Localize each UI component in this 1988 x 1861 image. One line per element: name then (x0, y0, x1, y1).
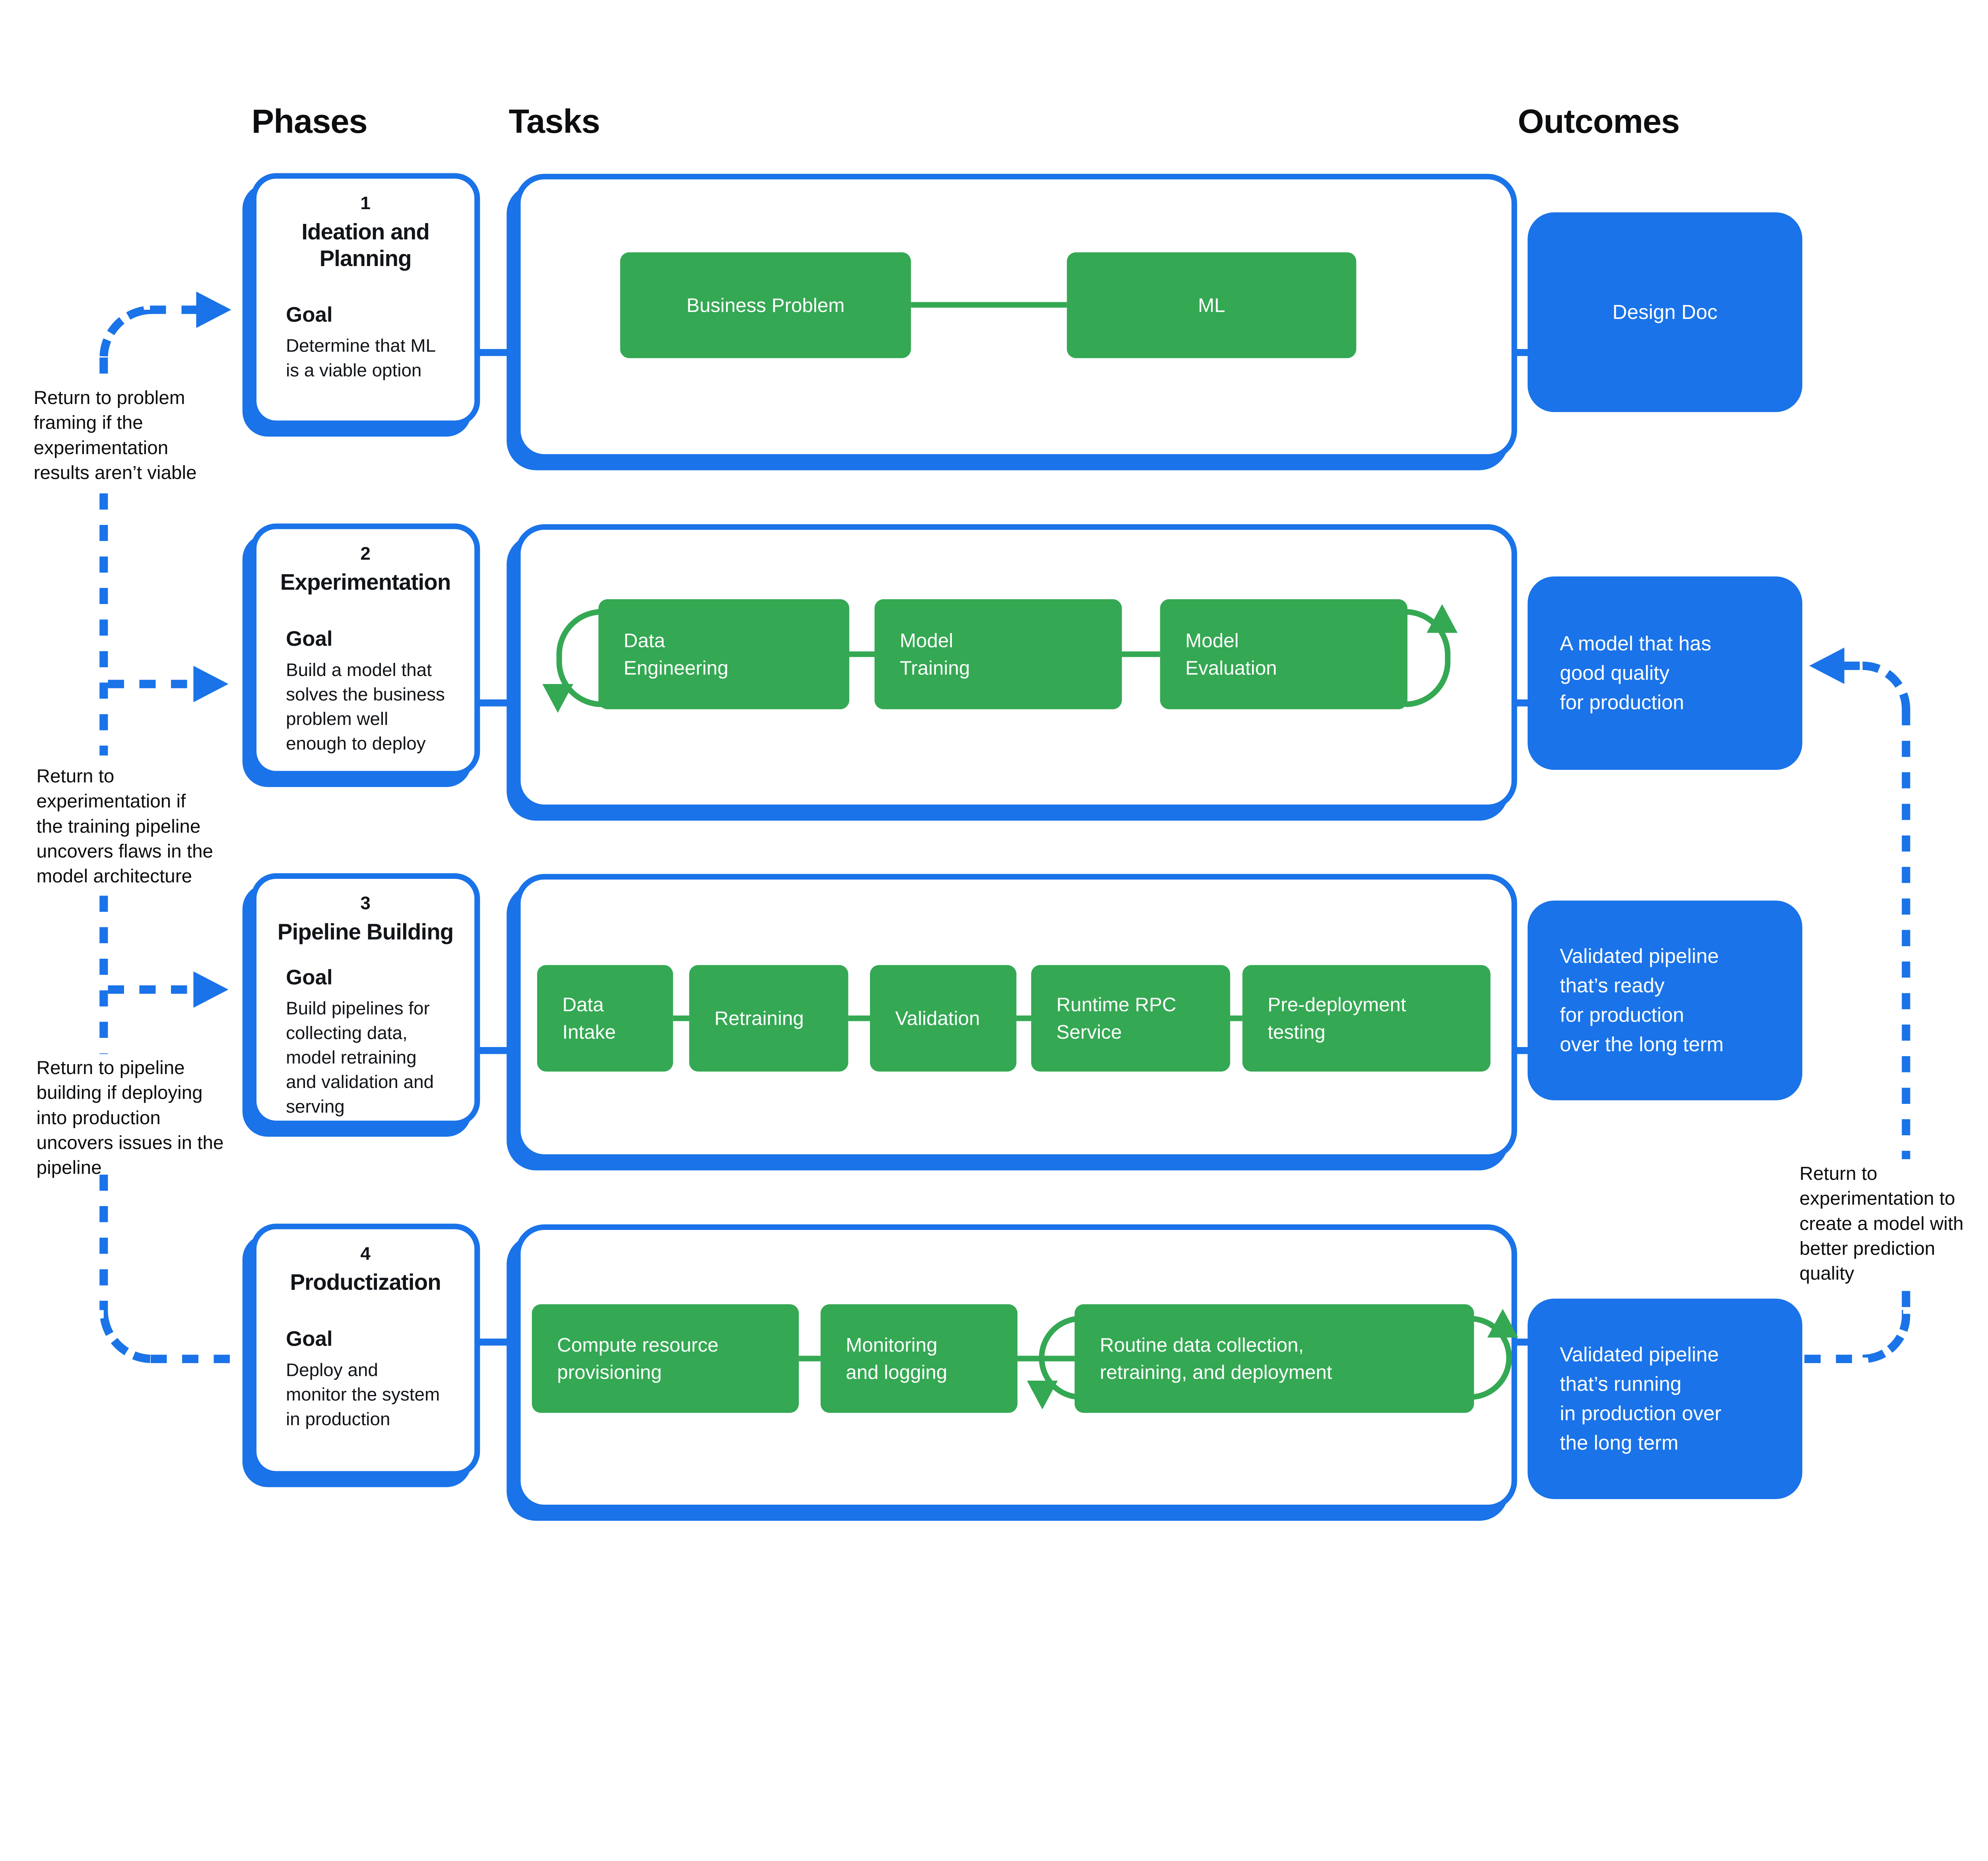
goal-text: Build pipelines for collecting data, mod… (286, 998, 434, 1117)
task-connector (1230, 1015, 1242, 1021)
return-rail-left (150, 305, 199, 314)
phase-title: Experimentation (280, 569, 451, 595)
task-model-evaluation: Model Evaluation (1160, 599, 1408, 709)
goal-label: Goal (286, 965, 333, 989)
loop-arrowhead-up-icon (1487, 1309, 1518, 1338)
task-pre-deployment-testing: Pre-deployment testing (1242, 965, 1491, 1072)
phase-number: 3 (360, 893, 371, 914)
return-rail-left (108, 680, 196, 688)
connector-tasks-outcome-4 (1514, 1338, 1531, 1346)
outcome-design-doc: Design Doc (1528, 212, 1802, 412)
return-rail-left (99, 493, 108, 756)
return-rail-left (99, 357, 108, 384)
outcome-model-quality: A model that has good quality for produc… (1528, 576, 1802, 770)
return-rail-corner-top-left (99, 305, 152, 358)
loop-arrowhead-up-icon (1427, 604, 1458, 633)
note-return-problem-framing: Return to problem framing if the experim… (33, 387, 197, 484)
task-data-intake: Data Intake (537, 965, 673, 1072)
phase-title: Pipeline Building (277, 919, 454, 944)
connector-tasks-outcome-1 (1514, 349, 1531, 356)
task-connector (1122, 651, 1160, 657)
goal-label: Goal (286, 303, 333, 326)
return-arrow-left-icon (1809, 647, 1844, 684)
return-rail-right (1902, 709, 1910, 1160)
goal-text: Deploy and monitor the system in product… (286, 1360, 440, 1430)
goal-text: Build a model that solves the business p… (286, 659, 445, 754)
note-return-experimentation: Return to experimentation if the trainin… (36, 765, 213, 887)
phase-panel-productization: 4 Productization Goal Deploy and monitor… (250, 1224, 480, 1477)
phase-title: Productization (290, 1269, 441, 1295)
connector-phase-tasks-1 (476, 349, 519, 356)
connector-tasks-outcome-3 (1514, 1047, 1531, 1054)
task-validation: Validation (870, 965, 1017, 1072)
return-arrow-right-icon (196, 291, 231, 328)
column-header-phases: Phases (251, 103, 368, 140)
task-connector (673, 1015, 689, 1021)
phase-number: 4 (360, 1243, 371, 1264)
return-rail-right (1804, 1354, 1865, 1363)
task-ml: ML (1067, 252, 1357, 358)
outcome-validated-pipeline-ready: Validated pipeline that’s ready for prod… (1528, 900, 1802, 1101)
task-business-problem: Business Problem (620, 252, 911, 358)
return-rail-left (99, 1174, 108, 1310)
task-data-engineering: Data Engineering (598, 599, 850, 709)
connector-phase-tasks-3 (476, 1047, 519, 1054)
return-rail-right (1843, 661, 1866, 670)
task-retraining: Retraining (689, 965, 848, 1072)
phase-title: Ideation and Planning (301, 219, 429, 271)
task-connector (1016, 1015, 1031, 1021)
task-connector (849, 651, 875, 657)
task-connector (911, 302, 1067, 308)
goal-text: Determine that ML is a viable option (286, 336, 436, 381)
return-rail-corner-bottom-left (99, 1309, 152, 1363)
connector-phase-tasks-2 (476, 699, 519, 707)
phase-number: 2 (360, 543, 371, 564)
connector-phase-tasks-4 (476, 1338, 519, 1346)
task-model-training: Model Training (874, 599, 1122, 709)
return-rail-right (1902, 1291, 1910, 1311)
return-rail-corner-bottom-right (1862, 1309, 1910, 1363)
phase-panel-ideation: 1 Ideation and Planning Goal Determine t… (250, 173, 480, 426)
task-runtime-rpc-service: Runtime RPC Service (1031, 965, 1230, 1072)
return-rail-left (150, 1354, 249, 1363)
phase-number: 1 (360, 193, 371, 214)
column-header-tasks: Tasks (509, 103, 600, 140)
task-monitoring-and-logging: Monitoring and logging (820, 1304, 1018, 1413)
return-rail-left (108, 985, 196, 994)
goal-label: Goal (286, 627, 333, 651)
return-rail-corner-top-right (1862, 661, 1910, 711)
note-return-experimentation-right: Return to experimentation to create a mo… (1799, 1163, 1964, 1284)
return-arrow-right-icon (193, 666, 229, 702)
task-connector (799, 1356, 821, 1362)
column-header-outcomes: Outcomes (1518, 103, 1680, 140)
loop-arrowhead-down-icon (542, 684, 573, 713)
phase-panel-pipeline-building: 3 Pipeline Building Goal Build pipelines… (250, 873, 480, 1127)
return-arrow-right-icon (193, 971, 229, 1008)
loop-arrowhead-down-icon (1027, 1380, 1058, 1410)
return-rail-left (99, 896, 108, 1054)
note-return-pipeline-building: Return to pipeline building if deploying… (36, 1057, 224, 1178)
connector-tasks-outcome-2 (1514, 699, 1531, 707)
task-routine-data-collection: Routine data collection, retraining, and… (1074, 1304, 1474, 1413)
phase-panel-experimentation: 2 Experimentation Goal Build a model tha… (250, 523, 480, 777)
ml-workflow-diagram: Phases Tasks Outcomes 1 Ideation and Pla… (33, 103, 1964, 1511)
outcome-validated-pipeline-running: Validated pipeline that’s running in pro… (1528, 1298, 1802, 1499)
goal-label: Goal (286, 1327, 333, 1350)
task-connector (848, 1015, 870, 1021)
task-compute-resource-provisioning: Compute resource provisioning (532, 1304, 799, 1413)
